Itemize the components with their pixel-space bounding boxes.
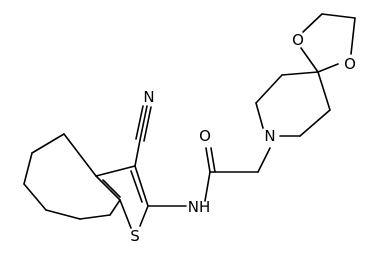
piperidine-n-label: N xyxy=(264,127,275,145)
dioxolane-o2-label: O xyxy=(344,55,356,73)
bond xyxy=(204,171,211,202)
bond xyxy=(139,205,149,227)
bond xyxy=(317,71,331,111)
bond xyxy=(119,199,132,229)
bond xyxy=(317,63,339,73)
bond xyxy=(255,74,283,104)
amide-nh-label: NH xyxy=(188,198,211,216)
thiophene-s-label: S xyxy=(130,227,140,245)
bond xyxy=(102,179,121,198)
bond xyxy=(79,214,111,220)
bond xyxy=(210,147,216,173)
bond xyxy=(281,71,319,76)
bond xyxy=(302,13,323,33)
bond xyxy=(31,133,65,154)
atom-labels: N O NH S N O O xyxy=(130,31,356,245)
bond xyxy=(135,105,144,140)
bond xyxy=(134,165,149,207)
nitrile-n-label: N xyxy=(143,88,154,106)
bond xyxy=(95,175,121,201)
bond xyxy=(109,199,121,216)
bond xyxy=(299,109,331,137)
bonds xyxy=(23,13,356,229)
bond xyxy=(23,152,33,185)
bond xyxy=(23,183,47,211)
bond xyxy=(63,133,97,177)
bond xyxy=(350,17,356,55)
bond xyxy=(321,13,356,19)
bond xyxy=(300,47,319,73)
dioxolane-o1-label: O xyxy=(292,31,304,49)
bond xyxy=(255,102,264,129)
bond xyxy=(130,170,143,203)
bond xyxy=(257,147,271,173)
amide-o-label: O xyxy=(199,127,211,145)
bond xyxy=(95,165,136,177)
bond xyxy=(143,106,152,142)
bond xyxy=(139,105,148,141)
bond xyxy=(205,147,211,173)
bond xyxy=(134,139,141,167)
bond xyxy=(45,209,81,220)
